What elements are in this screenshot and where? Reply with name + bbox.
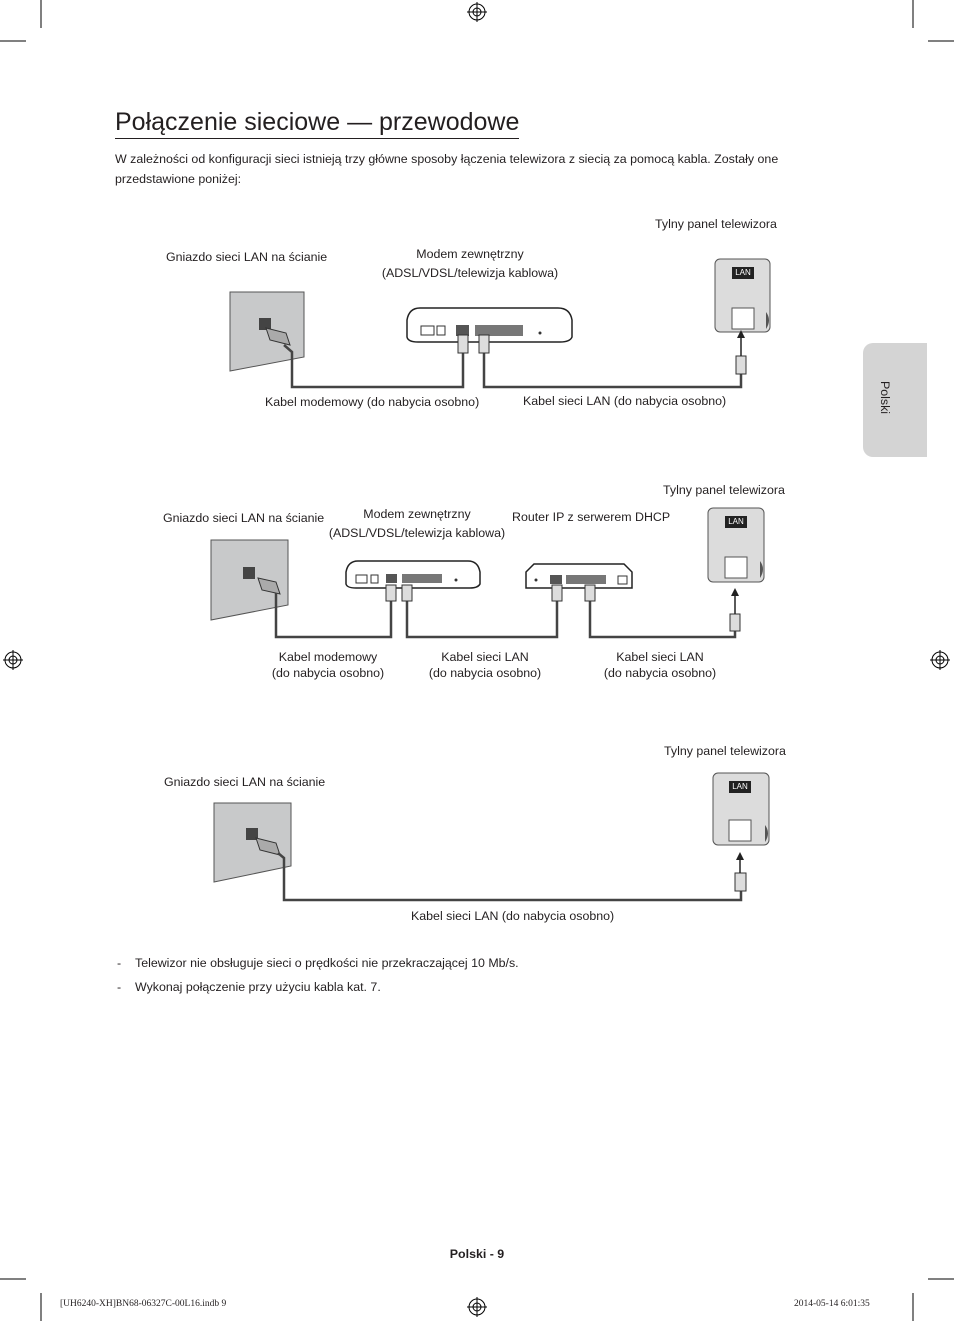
- list-item: - Telewizor nie obsługuje sieci o prędko…: [117, 956, 519, 980]
- modem-label-line2: (ADSL/VDSL/telewizja kablowa): [381, 266, 559, 280]
- wall-socket-label: Gniazdo sieci LAN na ścianie: [163, 511, 325, 525]
- bullet: -: [117, 956, 122, 970]
- router-icon: [525, 563, 633, 589]
- bullet: -: [117, 980, 122, 994]
- page-number: Polski - 9: [449, 1247, 505, 1261]
- lan-cable-label-line2: (do nabycia osobno): [428, 666, 542, 680]
- registration-mark-right: [930, 650, 950, 670]
- page-title: Połączenie sieciowe — przewodowe: [115, 108, 520, 139]
- registration-mark-top: [467, 2, 487, 22]
- lan-cable-label-line2: (do nabycia osobno): [603, 666, 717, 680]
- arrow-up-icon: [736, 852, 744, 860]
- plugs-diagram3: [734, 872, 747, 892]
- tv-panel-icon: [714, 258, 771, 333]
- arrow-up-icon: [731, 588, 739, 596]
- modem-label-line1: Modem zewnętrzny: [363, 507, 471, 521]
- plugs-diagram2: [385, 584, 741, 632]
- modem-label-line1: Modem zewnętrzny: [416, 247, 524, 261]
- registration-mark-left: [3, 650, 23, 670]
- print-meta-left: [UH6240-XH]BN68-06327C-00L16.indb 9: [60, 1299, 227, 1309]
- lan-cable-label: Kabel sieci LAN (do nabycia osobno): [411, 909, 615, 923]
- arrow-up-icon: [737, 330, 745, 338]
- tv-panel-label: Tylny panel telewizora: [664, 744, 786, 758]
- tv-panel-icon: [712, 772, 770, 846]
- note-text: Wykonaj połączenie przy użyciu kabla kat…: [135, 980, 381, 994]
- modem-cable-label-line2: (do nabycia osobno): [271, 666, 385, 680]
- modem-cable-label-line1: Kabel modemowy: [278, 650, 378, 664]
- tv-panel-label: Tylny panel telewizora: [655, 217, 777, 231]
- modem-icon: [345, 560, 481, 589]
- modem-label-line2: (ADSL/VDSL/telewizja kablowa): [328, 526, 506, 540]
- note-text: Telewizor nie obsługuje sieci o prędkośc…: [135, 956, 519, 970]
- wall-socket-icon: [229, 291, 305, 372]
- language-tab: Polski: [863, 343, 927, 457]
- modem-icon: [406, 307, 573, 343]
- list-item: - Wykonaj połączenie przy użyciu kabla k…: [117, 980, 519, 1004]
- registration-mark-bottom: [467, 1297, 487, 1317]
- intro-text: W zależności od konfiguracji sieci istni…: [115, 152, 779, 186]
- print-meta-right: 2014-05-14 6:01:35: [794, 1299, 870, 1309]
- wall-socket-icon: [213, 802, 292, 883]
- cables-diagram1: [283, 344, 743, 389]
- lan-cable-label-line1: Kabel sieci LAN: [616, 650, 704, 664]
- router-label: Router IP z serwerem DHCP: [512, 510, 671, 524]
- tv-panel-icon: [707, 507, 765, 583]
- tv-panel-label: Tylny panel telewizora: [663, 483, 785, 497]
- lan-cable-label: Kabel sieci LAN (do nabycia osobno): [523, 394, 727, 408]
- wall-socket-label: Gniazdo sieci LAN na ścianie: [164, 775, 326, 789]
- lan-badge: LAN: [735, 268, 751, 277]
- language-tab-label: Polski: [878, 381, 892, 415]
- notes-list: - Telewizor nie obsługuje sieci o prędko…: [117, 956, 519, 1004]
- lan-cable-label-line1: Kabel sieci LAN: [441, 650, 529, 664]
- lan-badge: LAN: [728, 517, 744, 526]
- modem-cable-label: Kabel modemowy (do nabycia osobno): [265, 395, 480, 409]
- cables-diagram2: [274, 593, 737, 639]
- wall-socket-label: Gniazdo sieci LAN na ścianie: [166, 250, 328, 264]
- wall-socket-icon: [210, 539, 289, 621]
- cables-diagram3: [277, 852, 743, 902]
- lan-badge: LAN: [732, 782, 748, 791]
